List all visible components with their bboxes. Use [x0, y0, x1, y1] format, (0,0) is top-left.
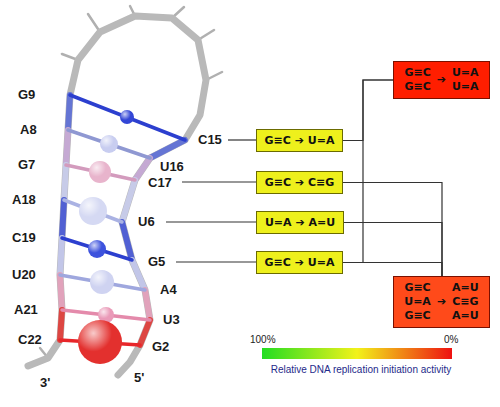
end-label: 5' [134, 371, 144, 385]
residue-label: U3 [163, 313, 180, 327]
arrow-symbol: ➔ [437, 295, 446, 309]
residue-label: G5 [148, 255, 165, 269]
mutation-text: G≡C ➔ U=A [265, 134, 335, 147]
residue-label: C15 [198, 133, 222, 147]
residue-label: U6 [138, 215, 155, 229]
base-pair-column: G≡C U=A G≡C [404, 281, 431, 323]
legend-text: Relative DNA replication initiation acti… [271, 364, 452, 375]
residue-label: G7 [18, 158, 35, 172]
bracket-connector [343, 80, 393, 263]
residue-label: A21 [14, 303, 38, 317]
scale-label: 0% [444, 334, 458, 346]
residue-label: G9 [18, 88, 35, 102]
mutation-box: G≡C ➔ C≡G [256, 171, 343, 194]
combined-mutation-box: G≡C G≡C ➔ U=A U=A [393, 61, 490, 99]
residue-label: A8 [20, 123, 37, 137]
end-label: 3' [40, 376, 50, 390]
base-pair-column: A=U C≡G A=U [452, 281, 479, 323]
bracket-connector [344, 223, 442, 277]
bracket-connector [343, 183, 442, 277]
base-pair-column: U=A U=A [452, 66, 479, 94]
mutation-box: U=A ➔ A=U [256, 211, 344, 234]
bracket-connector [343, 80, 393, 141]
gradient-bar [262, 348, 452, 359]
mutation-text: U=A ➔ A=U [265, 216, 335, 229]
mutation-text: G≡C ➔ U=A [265, 256, 335, 269]
combined-mutation-box: G≡C U=A G≡C ➔ A=U C≡G A=U [393, 276, 490, 328]
residue-label: C19 [12, 231, 36, 245]
residue-label: U16 [160, 160, 184, 174]
mutation-box: G≡C ➔ U=A [256, 129, 343, 152]
residue-label: C17 [148, 176, 172, 190]
residue-label: C22 [18, 333, 42, 347]
bracket-connector [343, 263, 442, 277]
scale-label: 100% [250, 334, 276, 346]
mutation-text: G≡C ➔ C≡G [265, 176, 335, 189]
residue-label: U20 [12, 268, 36, 282]
residue-label: A4 [160, 283, 177, 297]
base-pair-column: G≡C G≡C [404, 66, 430, 94]
legend-entry: Relative DNA replication initiation acti… [236, 364, 486, 376]
arrow-symbol: ➔ [437, 73, 446, 87]
residue-label: G2 [152, 340, 169, 354]
residue-label: A18 [12, 193, 36, 207]
mutation-box: G≡C ➔ U=A [256, 251, 343, 274]
